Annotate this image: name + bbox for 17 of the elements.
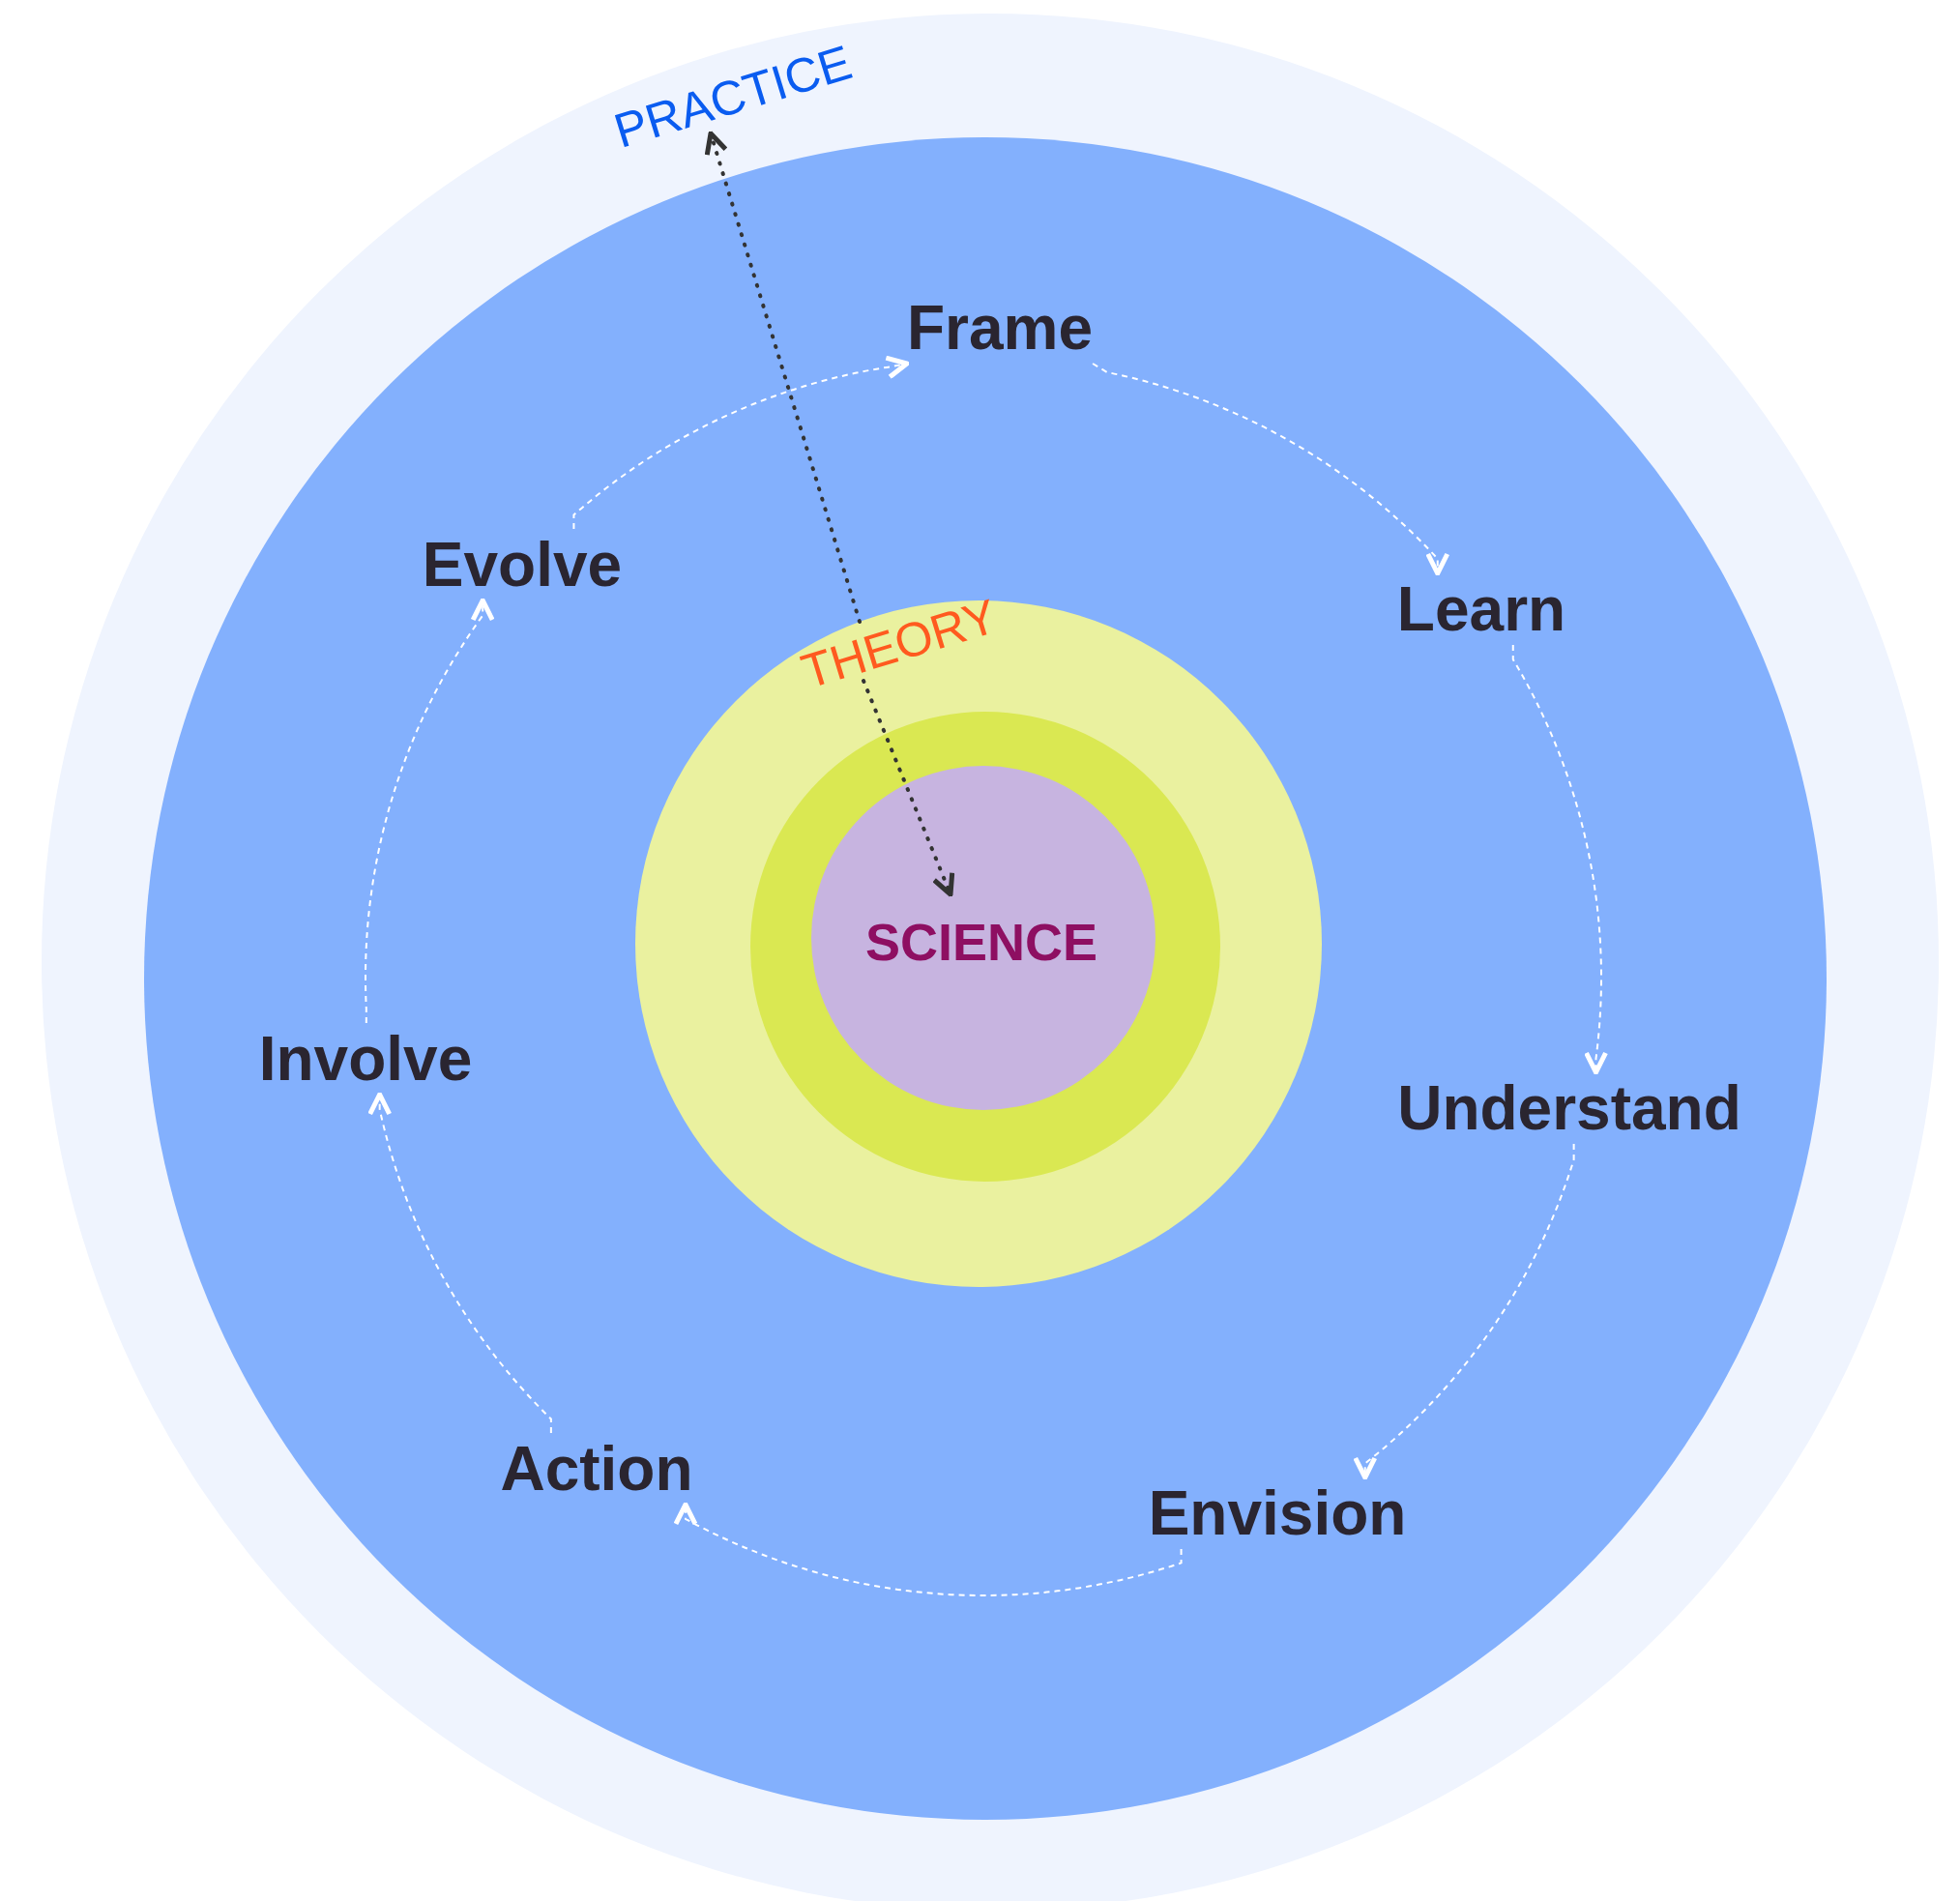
stage-label: Frame — [906, 292, 1094, 364]
cycle-arrow — [1092, 363, 1450, 576]
stage-label: Action — [500, 1433, 693, 1505]
core-label: SCIENCE — [865, 912, 1097, 972]
stage-label: Involve — [258, 1023, 473, 1095]
cycle-arrow — [1511, 644, 1608, 1075]
cycle-arrow — [367, 1092, 552, 1434]
cycle-arrow — [673, 1502, 1183, 1596]
dotted-arrow — [704, 131, 862, 624]
dotted-arrow — [862, 679, 955, 897]
stage-label: Envision — [1148, 1477, 1407, 1549]
stage-label: Learn — [1396, 573, 1566, 645]
cycle-arrow — [365, 598, 495, 1024]
cycle-arrow — [1353, 1143, 1575, 1480]
stage-label: Understand — [1397, 1072, 1741, 1144]
cycle-arrow — [572, 355, 910, 530]
stage-label: Evolve — [422, 529, 623, 600]
